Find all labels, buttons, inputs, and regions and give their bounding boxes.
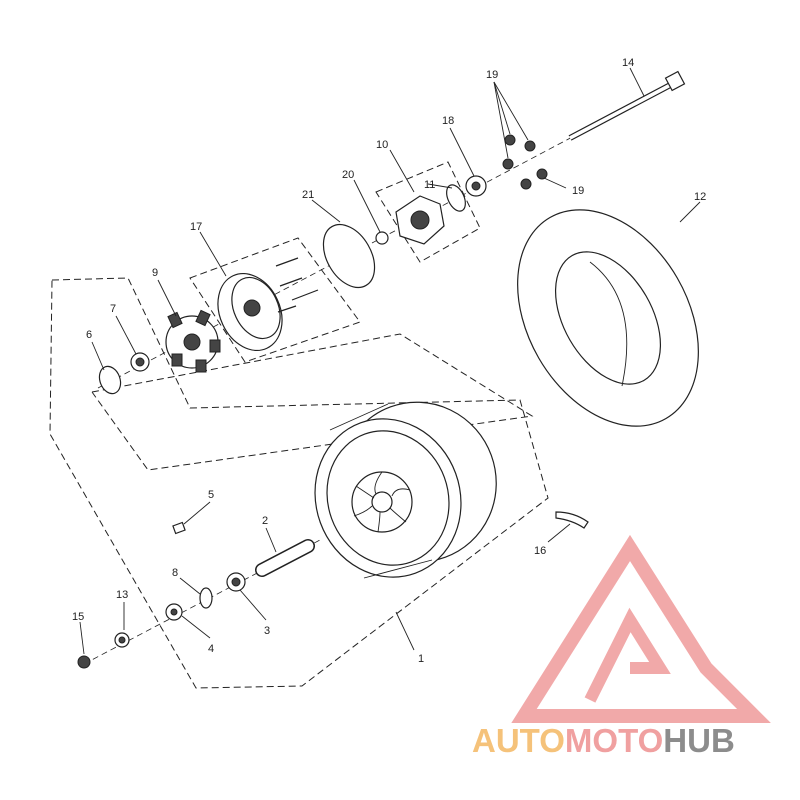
callout-16: 16: [534, 545, 546, 557]
watermark-moto: MOTO: [565, 722, 663, 759]
o-ring: [446, 184, 466, 212]
sprocket-carrier: [165, 309, 221, 373]
watermark-logo: [511, 534, 771, 723]
bearing-18: [465, 175, 487, 197]
watermark: AUTOMOTOHUB: [472, 534, 771, 759]
callout-20: 20: [342, 169, 354, 181]
wheel-rim: [314, 401, 497, 579]
callout-19a: 19: [486, 69, 498, 81]
callout-5: 5: [208, 489, 214, 501]
axle: [568, 70, 686, 141]
spacer: [375, 231, 389, 245]
group-outline-hub-assembly: [91, 333, 534, 471]
balance-weight: [555, 511, 589, 529]
callout-14: 14: [622, 57, 634, 69]
nuts-19: [502, 134, 548, 190]
bearing-3: [226, 572, 246, 592]
seal-4: [165, 603, 183, 621]
axle-nut: [77, 655, 91, 669]
group-outline-17: [189, 237, 361, 363]
callout-3: 3: [264, 625, 270, 637]
callout-7: 7: [110, 303, 116, 315]
hub-studs: [275, 257, 319, 313]
callout-labels: 1 2 3 4 5 6 7 8 9 10 11 12 13 14 15 16 1…: [72, 57, 706, 665]
watermark-word: AUTOMOTOHUB: [472, 722, 735, 759]
collar-13: [114, 632, 130, 648]
group-outline-10: [375, 161, 481, 263]
callout-21: 21: [302, 189, 314, 201]
callout-6: 6: [86, 329, 92, 341]
tire: [517, 209, 699, 427]
circlip-8: [199, 587, 213, 609]
spacer-tube: [255, 539, 315, 577]
callout-19b: 19: [572, 185, 584, 197]
watermark-hub: HUB: [663, 722, 735, 759]
callout-18: 18: [442, 115, 454, 127]
callout-12: 12: [694, 191, 706, 203]
rear-hub: [217, 257, 319, 352]
bearing-7: [130, 352, 150, 372]
circlip: [322, 223, 376, 289]
watermark-auto: AUTO: [472, 722, 565, 759]
callout-2: 2: [262, 515, 268, 527]
callout-9: 9: [152, 267, 158, 279]
callout-4: 4: [208, 643, 214, 655]
callout-1: 1: [418, 653, 424, 665]
rim-spoke-pattern: [351, 471, 413, 533]
callout-15: 15: [72, 611, 84, 623]
group-outline-wheel-assembly: [49, 277, 549, 689]
valve: [172, 521, 186, 535]
callout-13: 13: [116, 589, 128, 601]
callout-10: 10: [376, 139, 388, 151]
hub-flange: [395, 195, 445, 245]
leader-lines: [79, 67, 701, 655]
seal-6: [98, 365, 122, 395]
callout-8: 8: [172, 567, 178, 579]
callout-17: 17: [190, 221, 202, 233]
callout-11: 11: [424, 179, 435, 191]
